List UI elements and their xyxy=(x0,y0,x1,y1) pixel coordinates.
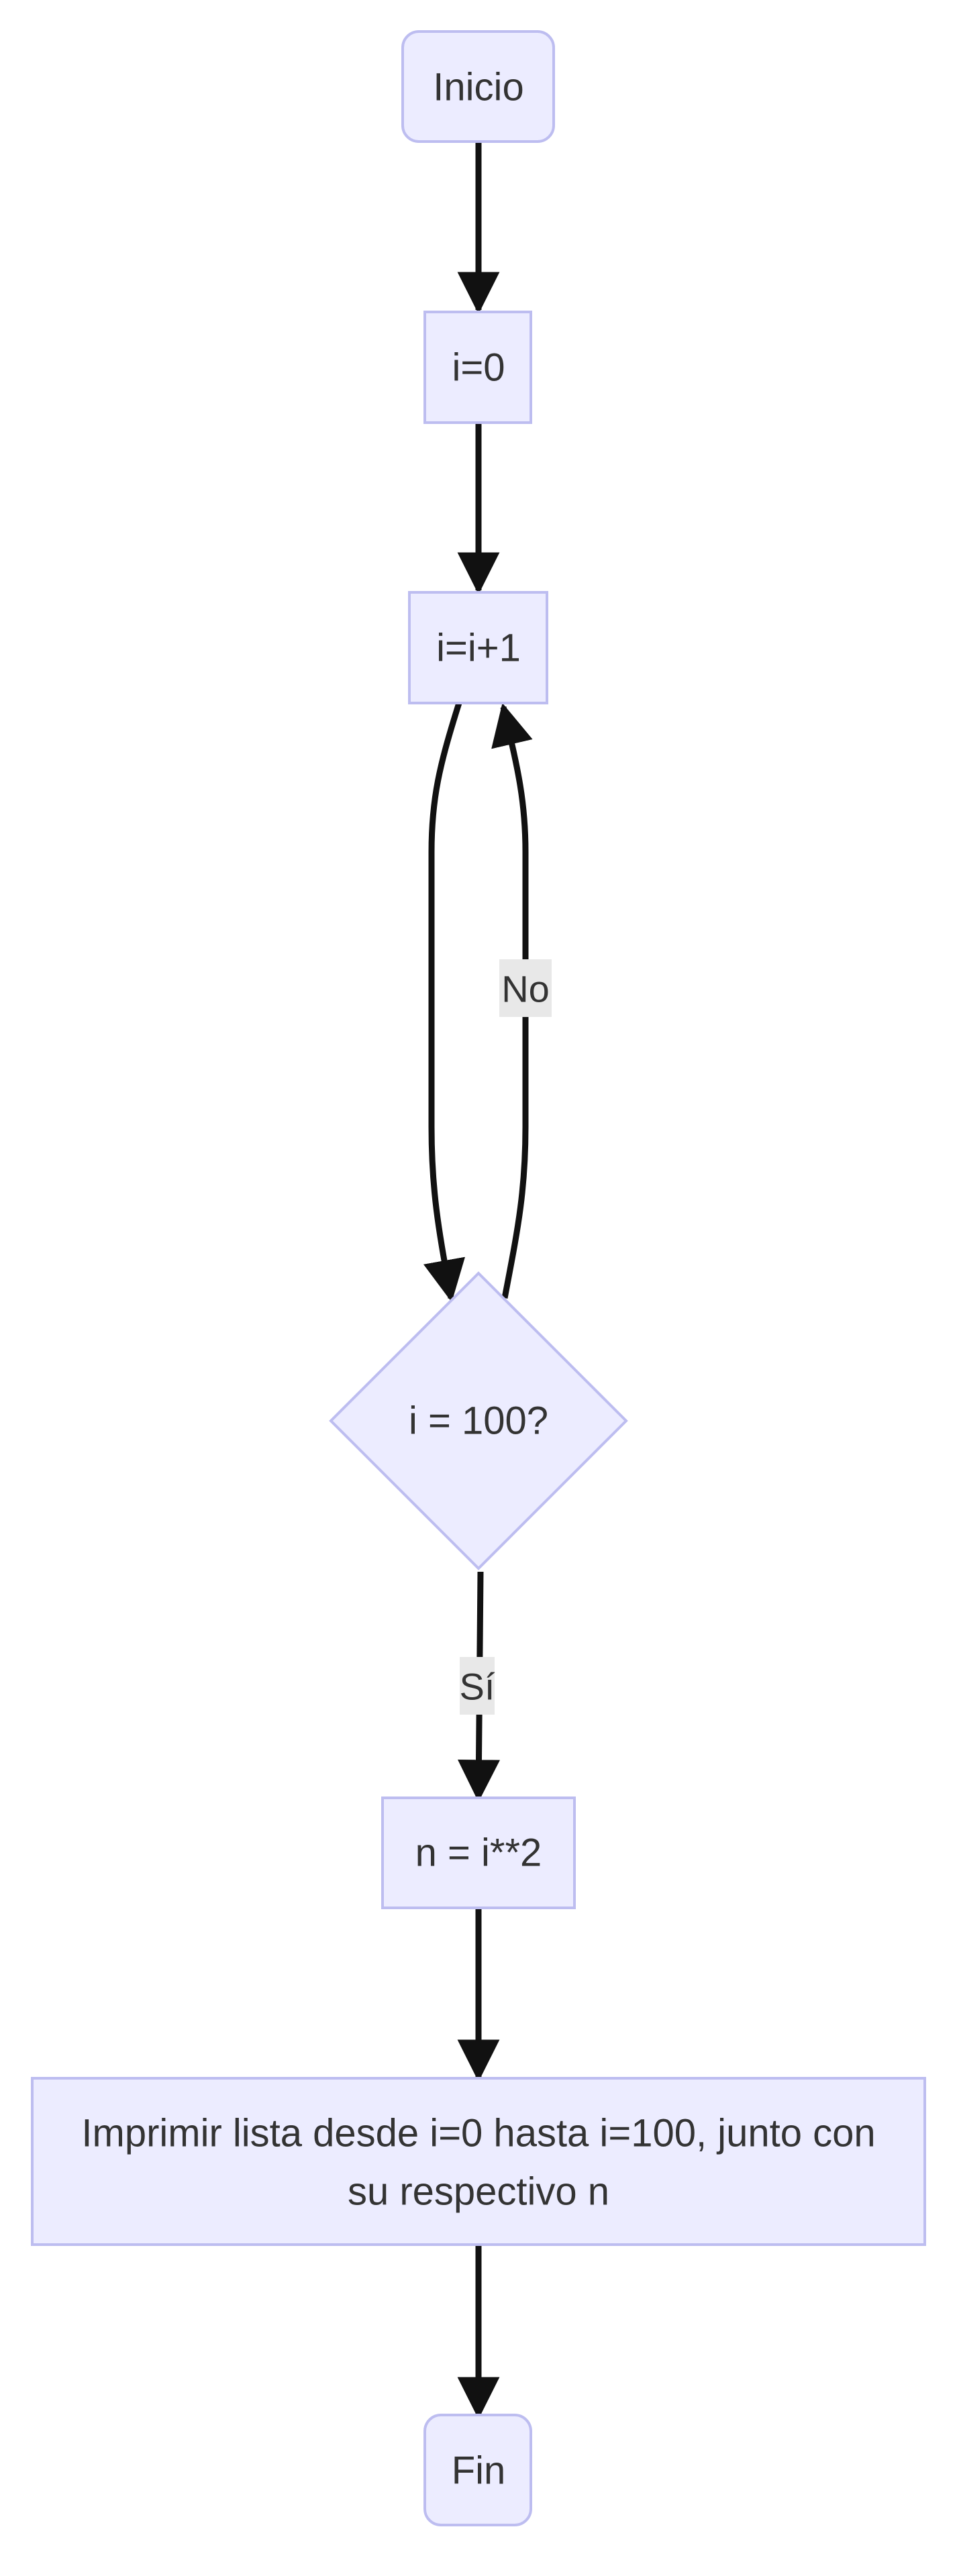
node-init: i=0 xyxy=(423,311,532,424)
node-print: Imprimir lista desde i=0 hasta i=100, ju… xyxy=(31,2077,926,2246)
node-init-label: i=0 xyxy=(452,346,505,390)
node-square-label: n = i**2 xyxy=(415,1831,542,1875)
edge-increment-to-decision xyxy=(423,702,466,1303)
node-print-label-line2: su respectivo n xyxy=(348,2170,609,2214)
edge-label-no-text: No xyxy=(501,968,550,1010)
node-decision-label: i = 100? xyxy=(409,1399,548,1443)
edge-label-yes-text: Sí xyxy=(460,1666,495,1708)
node-end-label: Fin xyxy=(452,2449,506,2493)
edge-label-no: No xyxy=(499,959,552,1017)
edge-decision-to-increment-no xyxy=(491,702,533,1299)
edge-label-yes: Sí xyxy=(460,1657,495,1715)
node-start-label: Inicio xyxy=(433,66,523,109)
node-decision: i = 100? xyxy=(329,1271,628,1570)
node-increment-label: i=i+1 xyxy=(436,627,521,670)
node-print-label-line1: Imprimir lista desde i=0 hasta i=100, ju… xyxy=(81,2112,875,2155)
node-start: Inicio xyxy=(401,30,555,143)
node-end: Fin xyxy=(423,2414,532,2526)
node-square: n = i**2 xyxy=(381,1796,576,1909)
node-increment: i=i+1 xyxy=(408,591,548,704)
